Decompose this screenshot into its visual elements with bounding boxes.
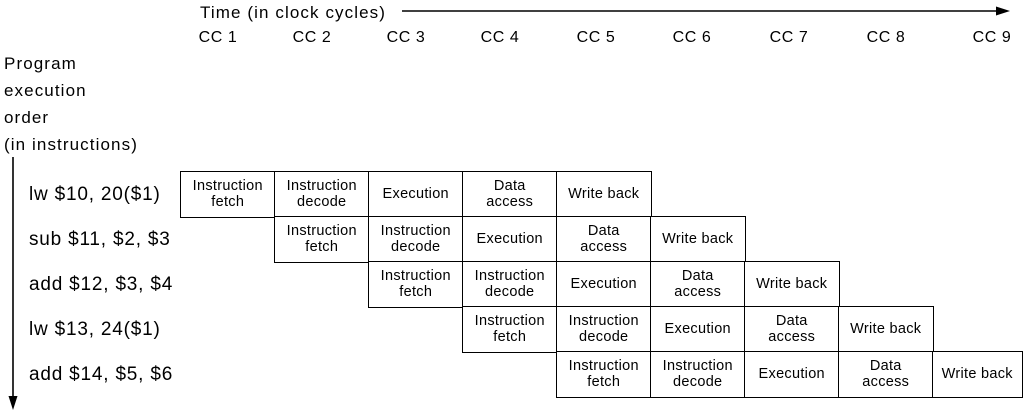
stage-cell-id: Instruction decode	[650, 351, 746, 398]
stage-cell-id: Instruction decode	[368, 216, 464, 263]
stage-cell-wb: Write back	[838, 306, 934, 353]
instruction-label-sub11: sub $11, $2, $3	[29, 229, 171, 250]
clock-cycle-label-cc4: CC 4	[480, 29, 520, 46]
program-order-line-3: order	[4, 108, 50, 127]
stage-cell-id: Instruction decode	[462, 261, 558, 308]
stage-cell-mem: Data access	[838, 351, 934, 398]
pipeline-row-3: Instruction fetch Instruction decode Exe…	[368, 261, 840, 308]
program-order-label: Program execution order (in instructions…	[4, 50, 138, 158]
stage-cell-if: Instruction fetch	[556, 351, 652, 398]
pipeline-row-2: Instruction fetch Instruction decode Exe…	[274, 216, 746, 263]
stage-cell-ex: Execution	[650, 306, 746, 353]
instruction-label-add14: add $14, $5, $6	[29, 364, 174, 385]
time-axis-arrow-icon	[402, 6, 1010, 16]
program-order-line-1: Program	[4, 54, 77, 73]
stage-cell-if: Instruction fetch	[180, 171, 276, 218]
clock-cycle-label-cc9: CC 9	[972, 29, 1012, 46]
clock-cycle-label-cc3: CC 3	[386, 29, 426, 46]
stage-cell-if: Instruction fetch	[274, 216, 370, 263]
stage-cell-wb: Write back	[650, 216, 746, 263]
program-order-line-2: execution	[4, 81, 87, 100]
stage-cell-wb: Write back	[556, 171, 652, 218]
pipeline-row-1: Instruction fetch Instruction decode Exe…	[180, 171, 652, 218]
pipeline-row-4: Instruction fetch Instruction decode Exe…	[462, 306, 934, 353]
clock-cycle-label-cc6: CC 6	[672, 29, 712, 46]
clock-cycle-label-cc2: CC 2	[292, 29, 332, 46]
program-order-arrow-icon	[8, 157, 18, 410]
clock-cycle-label-cc8: CC 8	[866, 29, 906, 46]
program-order-line-4: (in instructions)	[4, 135, 138, 154]
stage-cell-ex: Execution	[744, 351, 840, 398]
clock-cycle-label-cc7: CC 7	[769, 29, 809, 46]
instruction-label-lw10: lw $10, 20($1)	[29, 184, 161, 205]
pipeline-row-5: Instruction fetch Instruction decode Exe…	[556, 351, 1023, 398]
stage-cell-ex: Execution	[462, 216, 558, 263]
stage-cell-ex: Execution	[368, 171, 464, 218]
stage-cell-ex: Execution	[556, 261, 652, 308]
stage-cell-mem: Data access	[650, 261, 746, 308]
stage-cell-mem: Data access	[556, 216, 652, 263]
stage-cell-if: Instruction fetch	[462, 306, 558, 353]
stage-cell-id: Instruction decode	[556, 306, 652, 353]
clock-cycle-label-cc5: CC 5	[576, 29, 616, 46]
stage-cell-mem: Data access	[744, 306, 840, 353]
instruction-label-add12: add $12, $3, $4	[29, 274, 174, 295]
stage-cell-mem: Data access	[462, 171, 558, 218]
time-axis-label: Time (in clock cycles)	[200, 3, 387, 22]
stage-cell-id: Instruction decode	[274, 171, 370, 218]
stage-cell-wb: Write back	[932, 351, 1023, 398]
instruction-label-lw13: lw $13, 24($1)	[29, 319, 161, 340]
clock-cycle-label-cc1: CC 1	[198, 29, 238, 46]
stage-cell-if: Instruction fetch	[368, 261, 464, 308]
stage-cell-wb: Write back	[744, 261, 840, 308]
